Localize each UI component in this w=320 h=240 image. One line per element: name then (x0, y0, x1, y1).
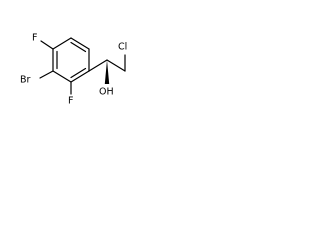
bond-c6-c7 (88, 59, 108, 72)
atom-label-f-bottom: F (68, 96, 73, 107)
molecule-structure: F Br F OH Cl (20, 33, 127, 107)
bond-c7-oh-wedge (104, 60, 110, 84)
bond-c3-c4 (52, 70, 72, 83)
bond-c7-c8 (106, 59, 126, 72)
atom-label-oh: OH (99, 87, 114, 98)
bond-c6-c1 (70, 37, 90, 50)
atom-label-cl: Cl (118, 42, 127, 53)
bond-c4-c5-inner (70, 67, 87, 79)
bond-c6-c1-inner (70, 41, 87, 53)
atom-label-f-top: F (32, 33, 37, 44)
bond-c4-br (39, 70, 54, 79)
bond-c1-c2 (52, 37, 72, 50)
atom-label-br: Br (20, 75, 31, 86)
bond-c3-f (40, 40, 54, 50)
bond-c4-c5 (70, 70, 90, 83)
